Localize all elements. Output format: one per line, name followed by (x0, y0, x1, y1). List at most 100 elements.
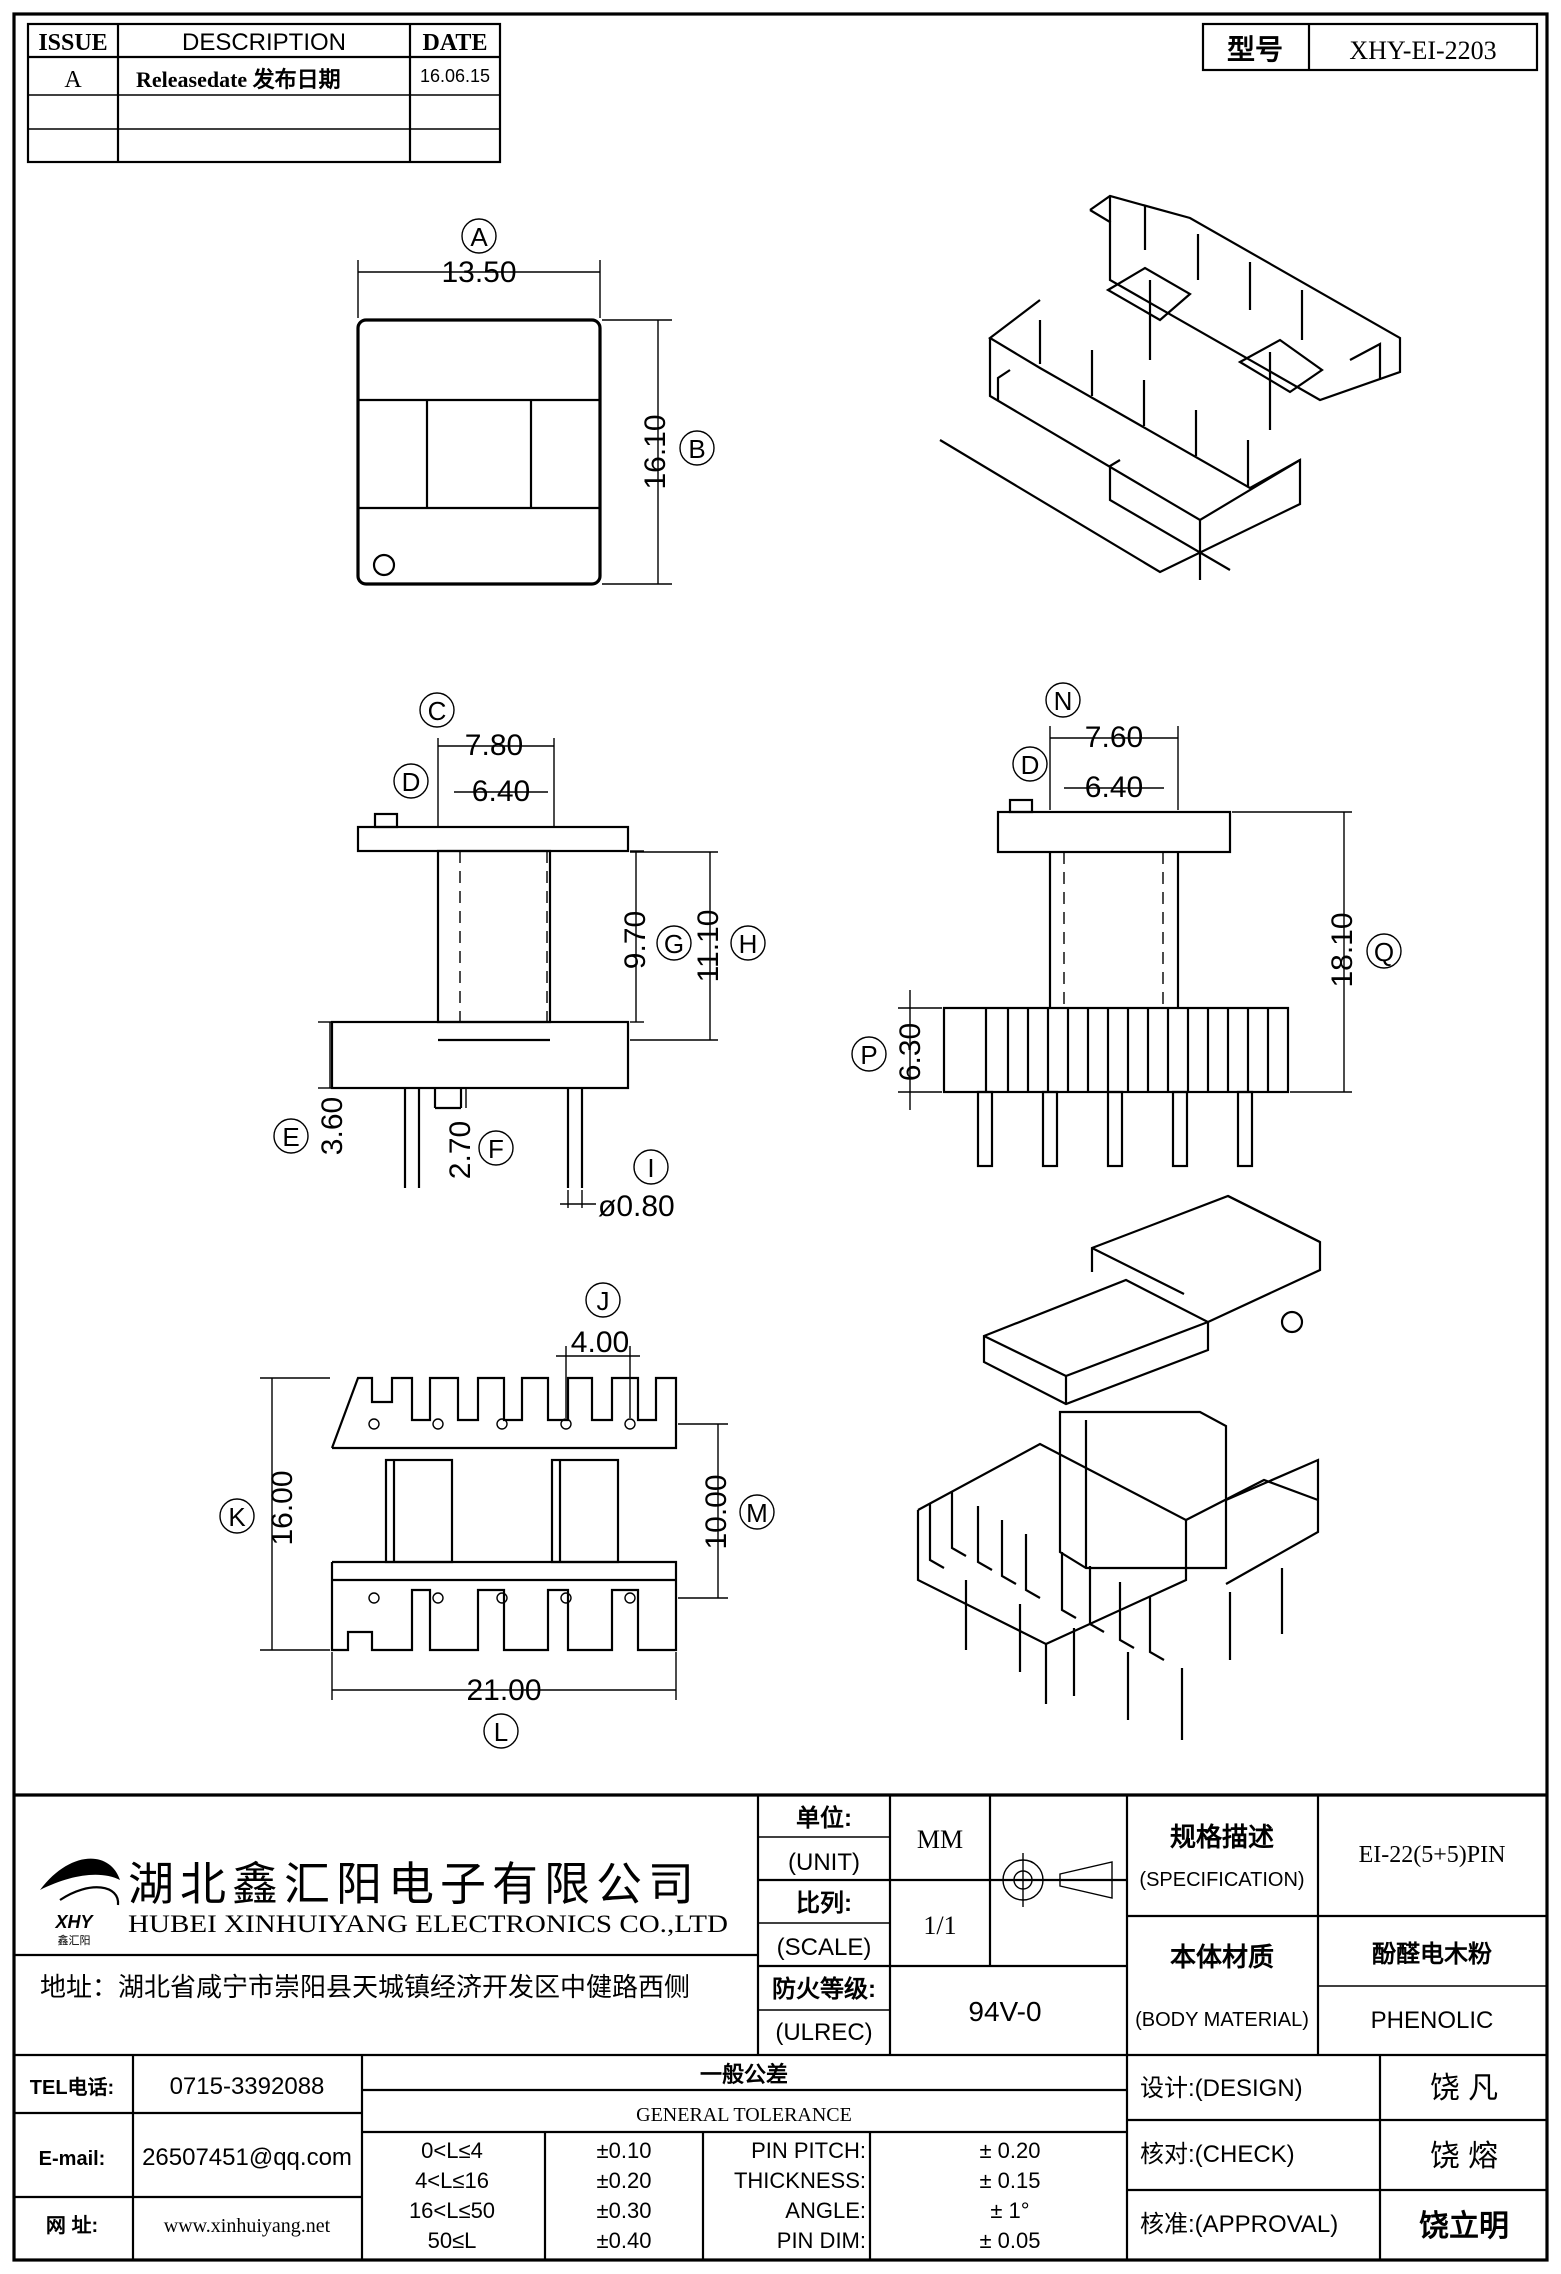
dim-L-value: 21.00 (466, 1674, 541, 1707)
scale-label-cn: 比列: (796, 1890, 852, 1917)
callout-D: D (402, 767, 421, 797)
tol-other-value-2: ± 0.15 (979, 2168, 1040, 2193)
front-view: 7.60 N 6.40 D 18.10 Q 6.30 P (851, 682, 1402, 1168)
isometric-bottom-fins (928, 1492, 1165, 1661)
scale-value: 1/1 (923, 1911, 956, 1940)
dim-A-value: 13.50 (441, 256, 516, 289)
tol-value-4: ±0.40 (597, 2228, 652, 2253)
callout-A: A (470, 222, 488, 252)
dim-Q-value: 18.10 (1326, 912, 1359, 987)
front-view-fins (984, 1008, 1270, 1092)
callout-E: E (282, 1122, 299, 1152)
dim-E-value: 3.60 (316, 1097, 349, 1155)
rev-header-date: DATE (423, 30, 488, 56)
design-name: 饶 凡 (1430, 2072, 1498, 2105)
unit-label-en: (UNIT) (788, 1849, 860, 1876)
approval-label: 核准:(APPROVAL) (1140, 2211, 1338, 2238)
callout-D2: D (1021, 750, 1040, 780)
email-value: 26507451@qq.com (142, 2144, 352, 2171)
dim-D2-value: 6.40 (1085, 771, 1143, 804)
tol-other-name-4: PIN DIM: (777, 2228, 866, 2253)
dim-I-value: ø0.80 (598, 1190, 675, 1223)
callout-L: L (494, 1717, 508, 1747)
tolerance-other: PIN PITCH: ± 0.20 THICKNESS: ± 0.15 ANGL… (734, 2138, 1041, 2253)
tolerance-title-cn: 一般公差 (700, 2062, 788, 2087)
bottom-view: 4.00 J 16.00 K 10.00 M 21.00 L (219, 1282, 775, 1749)
company-name-en: HUBEI XINHUIYANG ELECTRONICS CO.,LTD (128, 1911, 728, 1938)
dim-J-value: 4.00 (571, 1326, 629, 1359)
design-label: 设计:(DESIGN) (1140, 2075, 1303, 2102)
callout-G: G (664, 929, 684, 959)
rev-header-description: DESCRIPTION (182, 29, 346, 56)
ulrec-value: 94V-0 (968, 1996, 1041, 2027)
tol-range-3: 16<L≤50 (409, 2198, 495, 2223)
callout-P: P (860, 1040, 877, 1070)
dim-K-value: 16.00 (266, 1470, 299, 1545)
company-logo: XHY 鑫汇阳 (40, 1858, 120, 1947)
dim-D1-value: 6.40 (472, 775, 530, 808)
ulrec-label-en: (ULREC) (775, 2019, 872, 2046)
tol-range-4: 50≤L (428, 2228, 477, 2253)
material-value-en: PHENOLIC (1371, 2007, 1494, 2034)
dim-P-value: 6.30 (894, 1023, 927, 1081)
tolerance-title-en: GENERAL TOLERANCE (636, 2104, 852, 2126)
tol-range-1: 0<L≤4 (421, 2138, 483, 2163)
callout-F: F (488, 1134, 504, 1164)
tel-value: 0715-3392088 (170, 2073, 325, 2100)
callout-M: M (746, 1498, 768, 1528)
tol-other-name-3: ANGLE: (785, 2198, 866, 2223)
company-address: 地址：湖北省咸宁市崇阳县天城镇经济开发区中健路西侧 (40, 1972, 690, 2002)
projection-symbol-icon (996, 1853, 1118, 1907)
dim-F-value: 2.70 (444, 1121, 477, 1179)
tol-other-name-1: PIN PITCH: (751, 2138, 866, 2163)
isometric-view-bottom (916, 1194, 1322, 1740)
logo-text: XHY (54, 1912, 94, 1932)
rev-row-issue: A (64, 67, 82, 93)
tol-value-3: ±0.30 (597, 2198, 652, 2223)
callout-H: H (739, 929, 758, 959)
callout-N: N (1054, 686, 1073, 716)
isometric-bottom-pins (964, 1568, 1284, 1740)
model-value: XHY-EI-2203 (1349, 36, 1496, 65)
sheet-border (12, 12, 1549, 2262)
tol-range-2: 4<L≤16 (415, 2168, 489, 2193)
web-value: www.xinhuiyang.net (164, 2215, 331, 2237)
isometric-view-top (939, 194, 1402, 580)
scale-label-en: (SCALE) (777, 1934, 872, 1961)
callout-J: J (597, 1286, 610, 1316)
model-box: 型号 XHY-EI-2203 (1201, 22, 1539, 72)
tol-other-value-4: ± 0.05 (979, 2228, 1040, 2253)
callout-C: C (428, 696, 447, 726)
company-name-cn: 湖北鑫汇阳电子有限公司 (128, 1859, 700, 1910)
material-value-cn: 酚醛电木粉 (1372, 1941, 1492, 1968)
dim-M-value: 10.00 (700, 1474, 733, 1549)
rev-row-description: Releasedate 发布日期 (136, 67, 341, 92)
revision-table: ISSUE DESCRIPTION DATE A Releasedate 发布日… (26, 22, 502, 164)
check-label: 核对:(CHECK) (1140, 2141, 1295, 2168)
email-label: E-mail: (39, 2148, 106, 2170)
material-label-en: (BODY MATERIAL) (1135, 2009, 1309, 2031)
tol-other-name-2: THICKNESS: (734, 2168, 866, 2193)
spec-value: EI-22(5+5)PIN (1359, 1842, 1506, 1868)
tol-value-1: ±0.10 (597, 2138, 652, 2163)
side-view: 7.80 C 6.40 D 9.70 G 11.10 H 3.60 E 2.70… (273, 692, 766, 1223)
callout-Q: Q (1374, 937, 1394, 967)
tol-value-2: ±0.20 (597, 2168, 652, 2193)
dim-B-value: 16.10 (639, 414, 672, 489)
web-label: 网 址: (46, 2214, 98, 2237)
dim-G-value: 9.70 (619, 911, 652, 969)
rev-header-issue: ISSUE (38, 30, 107, 56)
company-block: XHY 鑫汇阳 湖北鑫汇阳电子有限公司 HUBEI XINHUIYANG ELE… (14, 1858, 758, 2002)
approval-name: 饶立明 (1419, 2209, 1509, 2243)
model-label: 型号 (1227, 34, 1283, 65)
tel-label: TEL电话: (30, 2076, 114, 2099)
tol-other-value-3: ± 1° (990, 2198, 1029, 2223)
isometric-top-pins (1038, 206, 1304, 486)
spec-label-en: (SPECIFICATION) (1139, 1869, 1304, 1891)
logo-subtext: 鑫汇阳 (58, 1933, 91, 1947)
ulrec-label-cn: 防火等级: (772, 1975, 876, 2003)
bottom-view-pin-holes (368, 1418, 636, 1604)
dim-H-value: 11.10 (692, 910, 725, 983)
dim-C-value: 7.80 (465, 729, 523, 762)
